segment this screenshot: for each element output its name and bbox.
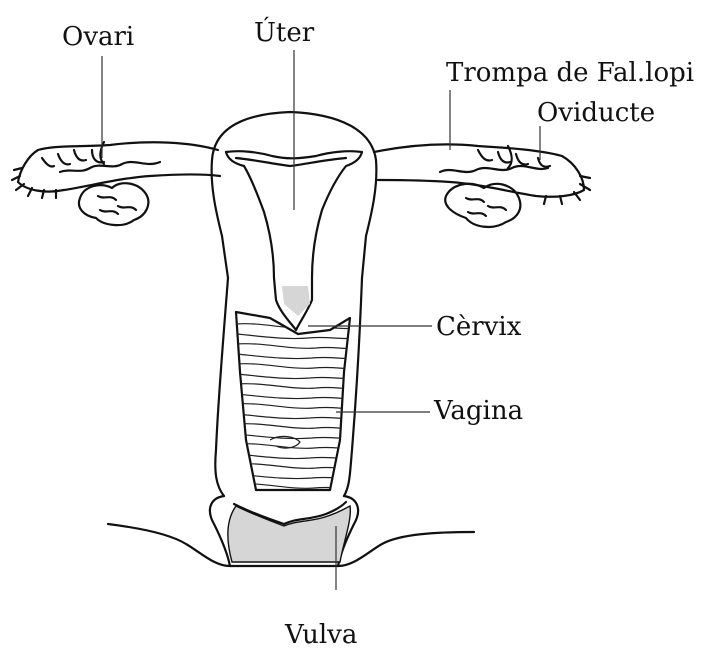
label-uter: Úter (254, 20, 314, 46)
label-vulva: Vulva (285, 622, 357, 648)
left-fallopian-tube (12, 142, 220, 198)
label-vagina: Vagina (434, 398, 523, 424)
vagina-left-wall (215, 278, 228, 496)
vulva-shading (228, 506, 350, 562)
label-ovari: Ovari (62, 24, 134, 50)
label-trompa: Trompa de Fal.lopi (446, 60, 694, 86)
label-cervix: Cèrvix (436, 314, 521, 340)
label-oviducte: Oviducte (537, 100, 655, 126)
vagina-right-wall (344, 278, 362, 496)
right-fallopian-tube (374, 144, 590, 204)
left-ovary (79, 183, 148, 225)
